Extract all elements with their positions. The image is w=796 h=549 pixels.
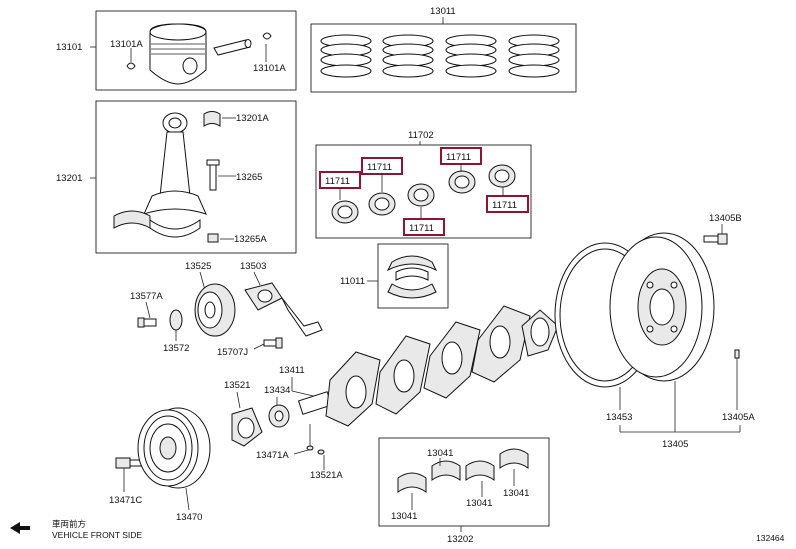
label-13521[interactable]: 13521 xyxy=(224,380,250,391)
crank-bearing-group: 13202 13041 13041 13041 13041 xyxy=(378,437,550,545)
footer-japanese: 車両前方 xyxy=(52,519,86,529)
label-13471a[interactable]: 13471A xyxy=(256,450,289,461)
flywheel-group: 13405B 13405A 13453 13 xyxy=(554,213,755,450)
label-13405a[interactable]: 13405A xyxy=(722,412,755,423)
piston-pin-icon[interactable] xyxy=(213,39,252,56)
connecting-rod-group: 13201 13201A 13265 13265A xyxy=(56,100,297,254)
label-13041-d[interactable]: 13041 xyxy=(503,488,529,499)
timing-parts-group: 13525 13503 13577A 13572 15707J xyxy=(130,261,323,358)
label-13572[interactable]: 13572 xyxy=(163,343,189,354)
direction-indicator: 車両前方 VEHICLE FRONT SIDE 132464 xyxy=(10,519,785,543)
label-13101a-right[interactable]: 13101A xyxy=(253,63,286,74)
label-11711-c[interactable]: 11711 xyxy=(446,152,471,163)
flywheel-bolt-icon[interactable] xyxy=(703,233,728,245)
crankshaft-group: 13411 xyxy=(279,305,559,427)
label-13453[interactable]: 13453 xyxy=(606,412,632,423)
pin-icon[interactable] xyxy=(306,445,325,455)
rod-bolt-icon[interactable] xyxy=(206,159,220,191)
label-11711-a[interactable]: 11711 xyxy=(367,162,392,173)
crankshaft-icon[interactable] xyxy=(297,305,559,427)
label-13405[interactable]: 13405 xyxy=(662,439,688,450)
label-11011[interactable]: 11011 xyxy=(340,276,365,287)
rod-bushing-icon[interactable] xyxy=(203,111,221,127)
crank-sprocket-icon[interactable] xyxy=(231,407,263,447)
key-icon[interactable] xyxy=(169,309,183,331)
chain-tensioner-icon[interactable] xyxy=(244,282,323,337)
front-arrow-icon xyxy=(10,522,30,534)
label-15707j[interactable]: 15707J xyxy=(217,347,248,358)
label-13201a[interactable]: 13201A xyxy=(236,113,269,124)
label-13405b[interactable]: 13405B xyxy=(709,213,742,224)
figure-id: 132464 xyxy=(756,533,785,543)
label-13101[interactable]: 13101 xyxy=(56,42,82,53)
rod-bearing-icon[interactable] xyxy=(113,210,151,229)
label-13202[interactable]: 13202 xyxy=(447,534,473,545)
snap-ring-icon[interactable] xyxy=(126,32,272,70)
label-11711-e[interactable]: 11711 xyxy=(409,223,434,234)
label-13041-a[interactable]: 13041 xyxy=(427,448,453,459)
sprocket-icon[interactable] xyxy=(194,283,236,337)
label-13471c[interactable]: 13471C xyxy=(109,495,142,506)
label-13521a[interactable]: 13521A xyxy=(310,470,343,481)
flywheel-icon[interactable] xyxy=(609,232,715,382)
thrust-washer-icon[interactable] xyxy=(386,255,438,299)
dowel-pin-icon[interactable] xyxy=(734,349,740,359)
label-13201[interactable]: 13201 xyxy=(56,173,82,184)
pulley-group: 13521 13434 13471A 13521A 13471C xyxy=(109,380,343,523)
piston-ring-set: 13011 xyxy=(310,6,577,93)
main-bearing-group: 11702 11711 11711 11711 11711 11711 xyxy=(315,130,532,239)
label-13265a[interactable]: 13265A xyxy=(234,234,267,245)
thrust-washer-group: 11011 xyxy=(340,243,449,309)
piston-ring-icon[interactable] xyxy=(320,34,560,78)
label-13434[interactable]: 13434 xyxy=(264,385,290,396)
rod-nut-icon[interactable] xyxy=(207,233,219,243)
label-11711-d[interactable]: 11711 xyxy=(492,200,517,211)
small-bolt-icon[interactable] xyxy=(263,337,283,349)
label-13041-c[interactable]: 13041 xyxy=(466,498,492,509)
label-11711-b[interactable]: 11711 xyxy=(325,176,350,187)
label-13011[interactable]: 13011 xyxy=(430,6,456,17)
footer-vehicle-front-side: VEHICLE FRONT SIDE xyxy=(52,530,142,540)
piston-group: 13101 13101A 13101A xyxy=(56,10,297,91)
label-13101a-left[interactable]: 13101A xyxy=(110,39,143,50)
crank-bearing-icon[interactable] xyxy=(397,448,529,493)
label-13503[interactable]: 13503 xyxy=(240,261,266,272)
crank-gear-icon[interactable] xyxy=(268,404,290,428)
label-11702[interactable]: 11702 xyxy=(408,130,434,141)
label-13577a[interactable]: 13577A xyxy=(130,291,163,302)
label-13265[interactable]: 13265 xyxy=(236,172,262,183)
label-13470[interactable]: 13470 xyxy=(176,512,202,523)
label-13041-b[interactable]: 13041 xyxy=(391,511,417,522)
bolt-icon[interactable] xyxy=(137,317,157,328)
crank-pulley-icon[interactable] xyxy=(137,407,211,489)
connecting-rod-icon[interactable] xyxy=(143,112,207,238)
label-13525[interactable]: 13525 xyxy=(185,261,211,272)
label-13411[interactable]: 13411 xyxy=(279,365,305,376)
main-bearing-icon[interactable] xyxy=(331,164,516,224)
piston-icon[interactable] xyxy=(149,23,207,85)
